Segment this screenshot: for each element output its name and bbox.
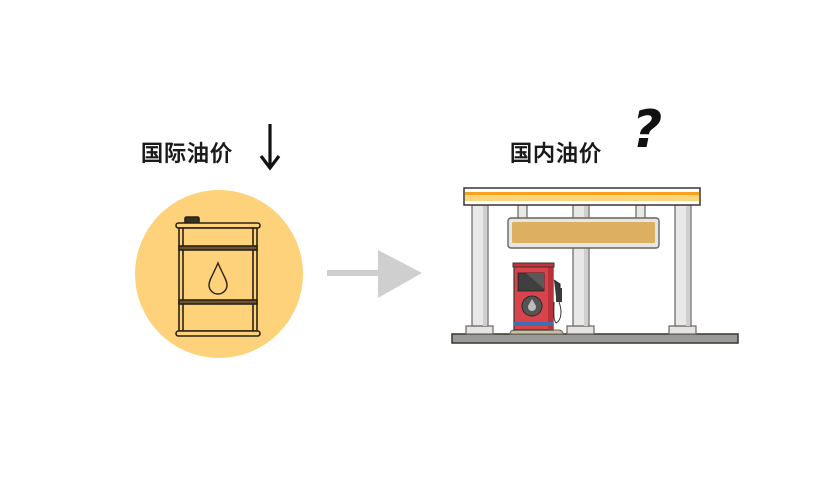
- fuel-pump-icon: [509, 262, 564, 335]
- international-oil-price-label: 国际油价: [141, 142, 234, 167]
- ground-slab: [451, 333, 739, 344]
- canopy-roof: [463, 187, 701, 206]
- oil-barrel-icon: [175, 216, 261, 337]
- oil-drop-icon: [208, 261, 228, 295]
- barrel-band-top: [178, 245, 258, 251]
- question-mark-icon: ?: [632, 100, 663, 160]
- domestic-oil-price-label: 国内油价: [510, 142, 603, 167]
- barrel-body: [178, 227, 258, 332]
- barrel-cap: [184, 216, 200, 224]
- gas-station-icon: [451, 187, 739, 344]
- pump-stripe: [514, 322, 553, 326]
- oil-barrel-illustration: [135, 190, 303, 358]
- right-arrow-icon: [327, 250, 422, 298]
- down-arrow-icon: [259, 124, 281, 171]
- barrel-bottom-rim: [175, 330, 261, 337]
- price-sign-panel: [512, 222, 655, 243]
- barrel-band-bottom: [178, 299, 258, 305]
